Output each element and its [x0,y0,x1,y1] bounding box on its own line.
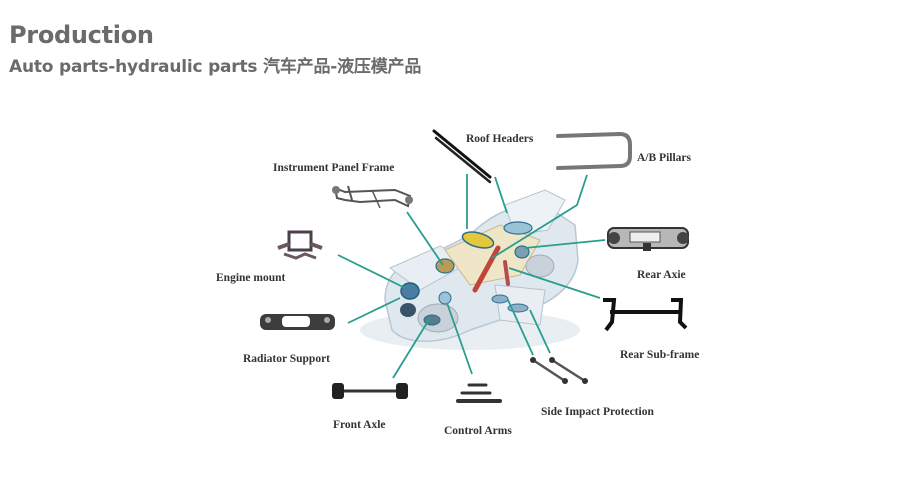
leader-line-rear-sub-frame [508,267,601,299]
part-instrument-panel-frame-image [332,185,413,209]
part-rear-sub-frame-image [603,298,688,332]
leader-line-front-axle [392,317,431,379]
part-radiator-support-image [260,314,335,330]
label-side-impact-protection: Side Impact Protection [541,406,654,418]
car-illustration [360,189,580,350]
leader-line-engine-mount [337,254,406,289]
leader-lines [337,174,606,379]
leader-line-ab-pillars [491,174,588,259]
part-ab-pillars-image [556,131,632,170]
label-rear-axle: Rear Axie [637,269,686,281]
label-control-arms: Control Arms [444,425,512,437]
leader-line-side-impact-1 [507,299,534,356]
label-ab-pillars: A/B Pillars [637,152,691,164]
label-engine-mount: Engine mount [216,272,286,284]
label-rear-sub-frame: Rear Sub-frame [620,349,700,361]
leader-line-control-arms [446,302,473,375]
part-roof-headers-image [432,129,492,184]
label-radiator-support: Radiator Support [243,353,331,365]
leader-line-rear-axle [524,239,606,249]
leader-line-roof-headers-2 [494,176,508,214]
part-control-arms-image [456,383,502,403]
part-engine-mount-image [277,230,323,260]
page-subtitle: Auto parts-hydraulic parts 汽车产品-液压模产品 [9,57,422,77]
label-roof-headers: Roof Headers [466,133,534,145]
page-title: Production [9,21,154,49]
label-instrument-panel-frame: Instrument Panel Frame [273,162,395,174]
label-front-axle: Front Axle [333,419,386,431]
part-rear-axle-image [607,227,689,251]
leader-line-side-impact-2 [529,309,551,354]
leader-line-radiator-support [347,297,401,324]
part-side-impact-protection-image [530,357,588,384]
leader-line-instrument-panel [406,211,444,266]
part-front-axle-image [332,383,408,399]
